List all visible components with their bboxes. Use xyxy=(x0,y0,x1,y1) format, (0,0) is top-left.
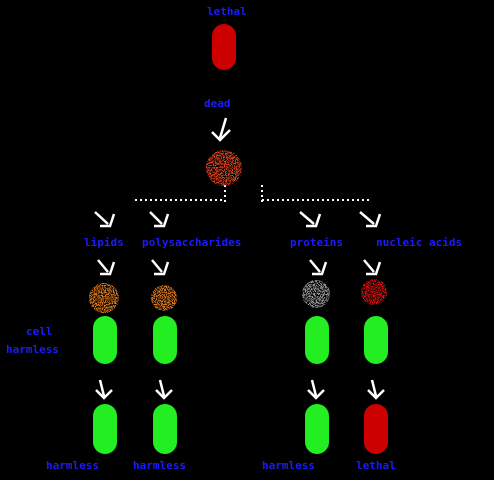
bacterium-icon xyxy=(305,316,329,364)
debris-icon xyxy=(206,150,242,186)
proteins-label: proteins xyxy=(290,236,343,249)
arrow-down-icon xyxy=(359,211,382,228)
bacterium-icon xyxy=(93,316,117,364)
connector-lines xyxy=(135,185,372,205)
bottom-label-4: lethal xyxy=(356,459,396,472)
arrow-down-icon xyxy=(309,259,328,276)
top-label: lethal xyxy=(207,5,247,18)
arrow-down-icon xyxy=(211,117,231,142)
bacterium-icon xyxy=(153,316,177,364)
debris-icon xyxy=(151,285,177,311)
side-label-line2: harmless xyxy=(6,343,59,356)
nucleic-acids-label: nucleic acids xyxy=(376,236,463,249)
arrow-down-icon xyxy=(363,259,382,276)
arrow-down-icon xyxy=(149,211,170,228)
bottom-label-2: harmless xyxy=(133,459,186,472)
arrow-down-icon xyxy=(367,379,385,400)
arrow-down-icon xyxy=(97,259,116,276)
bottom-label-3: harmless xyxy=(262,459,315,472)
polysaccharides-label: polysaccharides xyxy=(142,236,242,249)
arrow-down-icon xyxy=(95,379,113,400)
arrow-down-icon xyxy=(307,379,325,400)
arrow-down-icon xyxy=(155,379,173,400)
arrow-down-icon xyxy=(94,211,116,228)
bacterium-icon xyxy=(364,316,388,364)
bacterium-icon xyxy=(93,404,117,454)
arrow-down-icon xyxy=(299,211,322,228)
bacterium-icon xyxy=(305,404,329,454)
side-label-line1: cell xyxy=(26,325,53,338)
bottom-label-1: harmless xyxy=(46,459,99,472)
debris-icon xyxy=(361,279,387,305)
bacterium-icon xyxy=(153,404,177,454)
debris-icon xyxy=(89,283,119,313)
lipids-label: lipids xyxy=(84,236,124,249)
debris-icon xyxy=(302,280,330,308)
bacterium-icon xyxy=(212,24,236,70)
bacterium-icon xyxy=(364,404,388,454)
dead-label: dead xyxy=(204,97,231,110)
arrow-down-icon xyxy=(151,259,170,276)
